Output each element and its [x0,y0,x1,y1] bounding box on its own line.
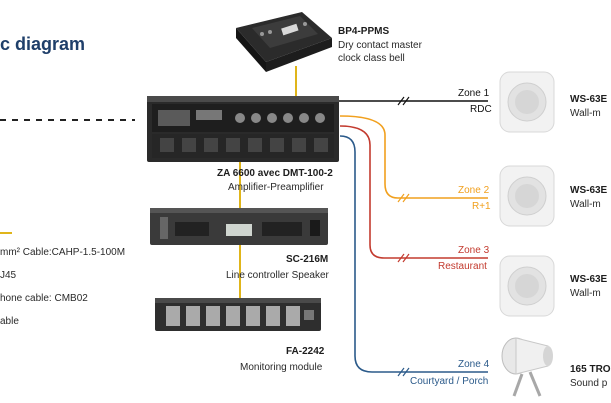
zone3-line [339,125,488,259]
fa2242-monitor [155,298,321,331]
legend-item-1: mm² Cable:CAHP-1.5-100M [0,247,126,258]
speaker3-desc: Wall-m [570,288,601,299]
zone1-sub: RDC [470,104,492,115]
legend-item-3: hone cable: CMB02 [0,293,88,304]
zone3-label: Zone 3 [458,245,490,256]
horn-speaker-zone4 [501,337,553,397]
zone4-break-mark [397,367,405,377]
speaker-zone1 [499,71,555,133]
speaker4-name: 165 TRO [570,364,611,375]
sc-name: SC-216M [286,254,329,265]
speaker2-desc: Wall-m [570,199,601,210]
speaker3-name: WS-63E [570,274,608,285]
zone3-break-mark [397,253,405,263]
zone4-sub: Courtyard / Porch [410,376,489,387]
zone3-sub: Restaurant [438,261,487,272]
bp4-name: BP4-PPMS [338,26,390,37]
speaker1-desc: Wall-m [570,108,601,119]
zone2-label: Zone 2 [458,185,490,196]
speaker1-name: WS-63E [570,94,608,105]
zone4-label: Zone 4 [458,359,490,370]
za-name: ZA 6600 avec DMT-100-2 [217,168,333,179]
zone2-break-mark [397,193,405,203]
legend-item-2: J45 [0,270,17,281]
fa-desc: Monitoring module [240,362,323,373]
bp4-ppms-device [236,12,332,72]
sc-desc: Line controller Speaker [226,270,329,281]
diagram-title: c diagram [0,34,86,54]
bp4-desc-line1: Dry contact master [338,40,422,51]
za6600-amplifier [147,96,339,162]
zone1-break-mark [397,96,405,106]
legend-swatch [0,232,12,234]
zone1-label: Zone 1 [458,88,490,99]
speaker-zone3 [499,255,555,317]
legend-item-4: able [0,316,19,327]
zone2-line [339,115,488,199]
speaker2-name: WS-63E [570,185,608,196]
bp4-desc-line2: clock class bell [338,53,405,64]
speaker-zone2 [499,165,555,227]
fa-name: FA-2242 [286,346,325,357]
sc216m-controller [150,208,328,245]
zone4-line [339,135,488,373]
speaker4-desc: Sound p [570,378,608,389]
zone2-sub: R+1 [472,201,491,212]
za-desc: Amplifier-Preamplifier [228,182,324,193]
